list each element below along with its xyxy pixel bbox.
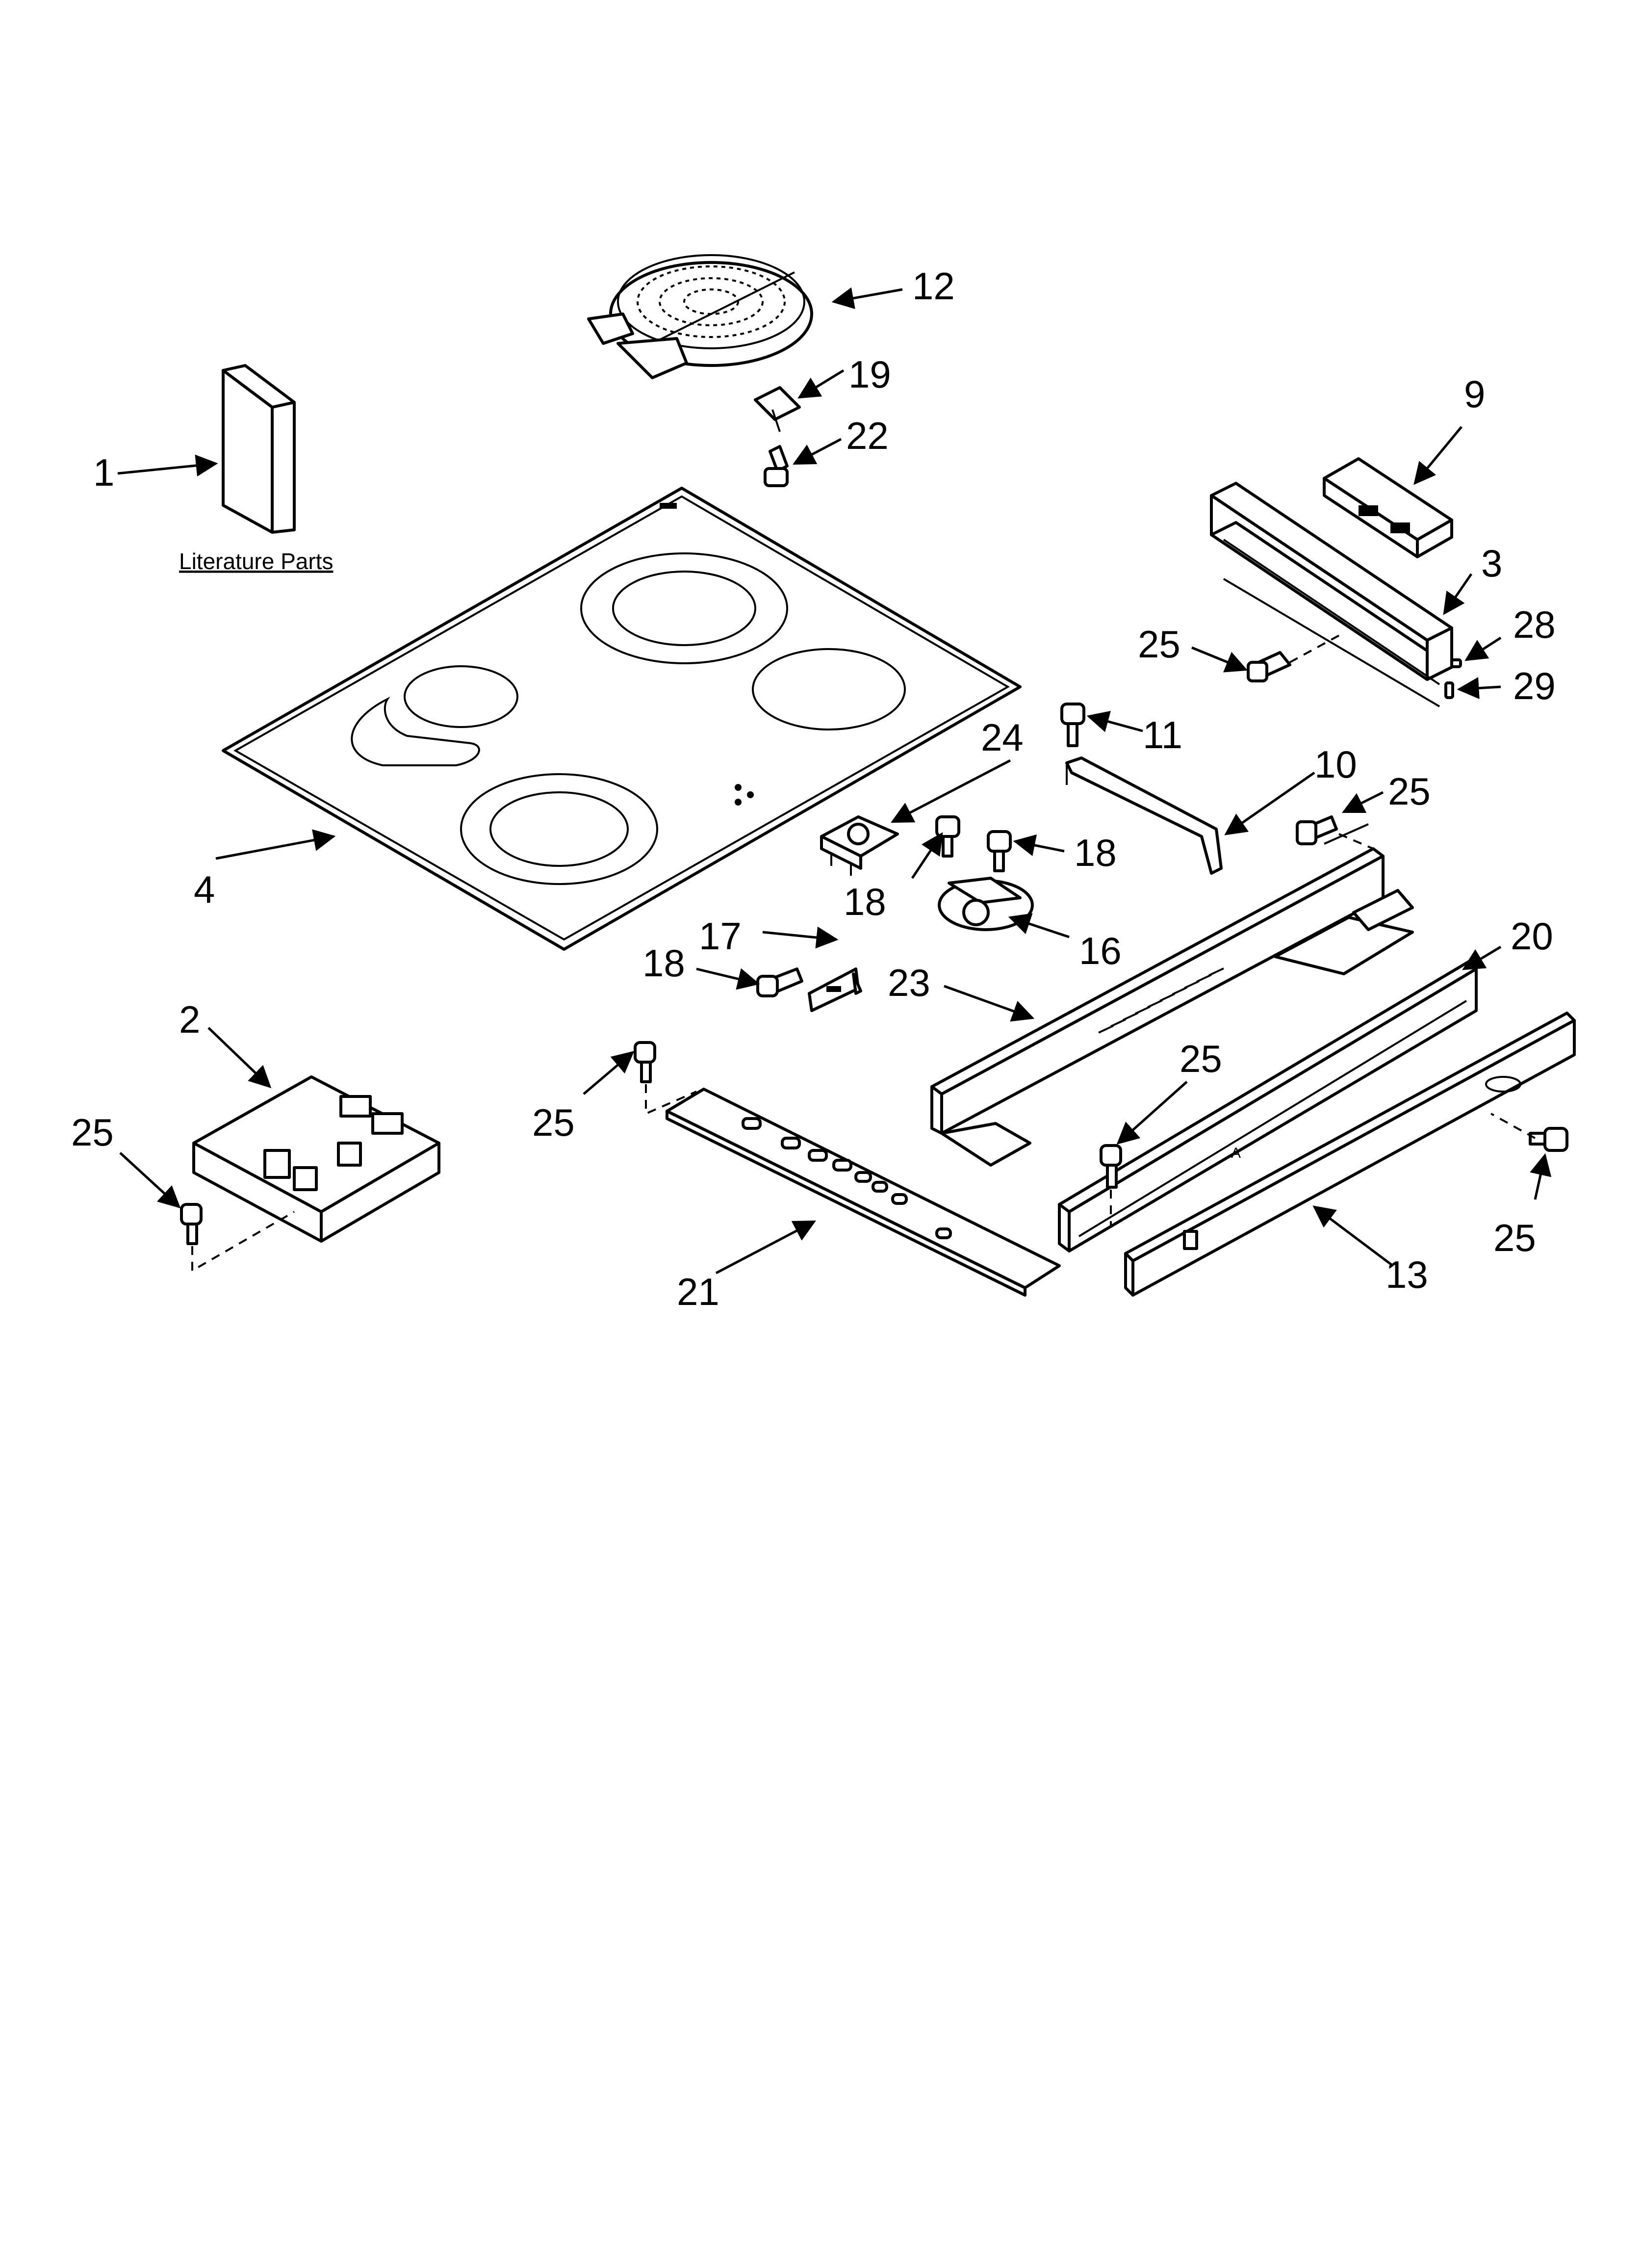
callout-labels: 1 2 3 4 9 10 11 12 13 16 17 18 18 18 19 … (71, 264, 1556, 1313)
switch-24 (820, 815, 899, 876)
clip-29 (1444, 681, 1454, 699)
assembly-lines (191, 632, 1536, 1273)
screw-25-panel (1296, 815, 1338, 845)
rail-20: A (1058, 960, 1478, 1252)
leader-lines (117, 287, 1552, 1275)
screw-22 (764, 445, 789, 487)
callout-1: 1 (93, 451, 114, 494)
screw-25-trim (634, 1041, 656, 1083)
screw-18-a (935, 815, 960, 858)
callout-21: 21 (677, 1270, 719, 1313)
callout-13: 13 (1385, 1253, 1428, 1296)
bracket-10 (1065, 756, 1223, 875)
literature-booklet (222, 364, 296, 534)
screw-18-c (756, 967, 803, 997)
front-panel-23 (930, 823, 1414, 1167)
callout-18-right: 18 (1074, 831, 1117, 874)
callout-25-rail: 25 (1138, 623, 1180, 666)
element-clip (754, 386, 801, 432)
bracket-9 (1323, 457, 1453, 558)
rear-rail (1210, 482, 1453, 707)
callout-3: 3 (1481, 542, 1502, 585)
part-16 (938, 877, 1034, 931)
callout-12: 12 (912, 264, 955, 308)
callout-10: 10 (1314, 743, 1357, 786)
callout-20: 20 (1511, 914, 1553, 958)
callout-24: 24 (981, 716, 1024, 759)
callout-18-left: 18 (642, 941, 685, 985)
callout-4: 4 (194, 868, 215, 911)
screw-25-rail (1247, 651, 1291, 682)
screw-25-rail20 (1100, 1144, 1122, 1189)
callout-17: 17 (699, 914, 742, 958)
callout-11: 11 (1143, 713, 1182, 756)
part-17 (808, 967, 862, 1012)
callout-25-rail13: 25 (1493, 1216, 1536, 1259)
control-board (192, 1075, 440, 1243)
callout-18-switch: 18 (844, 880, 886, 923)
screw-25-board (180, 1203, 203, 1245)
callout-25-rail20: 25 (1180, 1037, 1222, 1080)
callout-16: 16 (1079, 929, 1122, 972)
screw-18-b (987, 830, 1012, 872)
rail-marking: A (1231, 1145, 1241, 1161)
literature-parts-caption: Literature Parts (179, 548, 333, 574)
callout-9: 9 (1464, 372, 1485, 416)
trim-21 (666, 1088, 1061, 1297)
rail-13 (1124, 1012, 1576, 1297)
screw-25-rail13 (1529, 1127, 1568, 1152)
callout-25-trim: 25 (532, 1101, 575, 1144)
screw-11 (1060, 703, 1085, 747)
callout-19: 19 (848, 353, 891, 396)
radiant-element (587, 254, 813, 379)
callout-25-board: 25 (71, 1111, 114, 1154)
callout-29: 29 (1513, 664, 1556, 707)
callout-25-panel: 25 (1388, 770, 1431, 813)
glass-cooktop (222, 487, 1022, 951)
callout-23: 23 (888, 961, 930, 1004)
callout-2: 2 (179, 998, 200, 1041)
clip-28 (1450, 658, 1462, 668)
callout-28: 28 (1513, 603, 1556, 646)
callout-22: 22 (846, 414, 889, 457)
